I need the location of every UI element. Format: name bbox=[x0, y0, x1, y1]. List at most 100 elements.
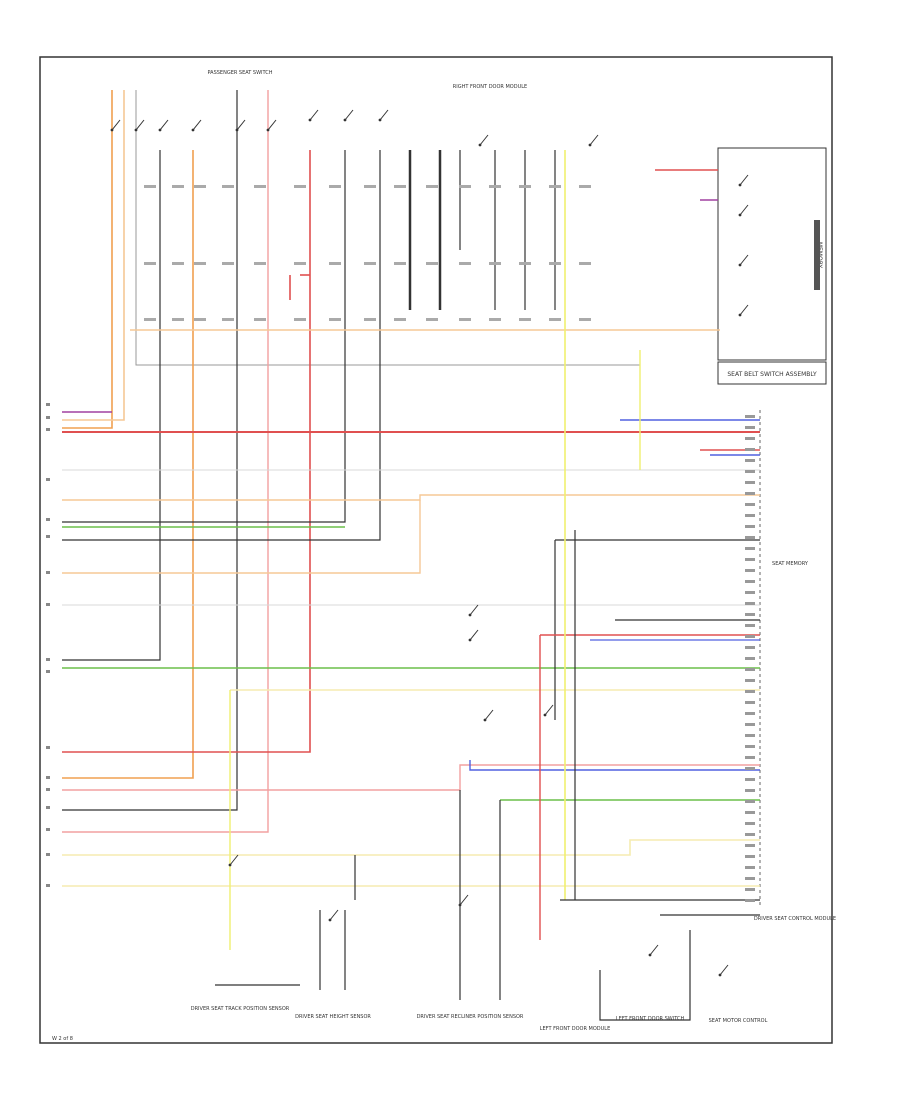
pin-marker bbox=[745, 855, 755, 858]
switch-contact-icon bbox=[484, 709, 494, 721]
wire-black-1 bbox=[62, 150, 161, 661]
pin-marker bbox=[489, 262, 501, 265]
pin-marker bbox=[294, 262, 306, 265]
pin-marker bbox=[745, 646, 755, 649]
pin-marker bbox=[549, 318, 561, 321]
wire-orange-left bbox=[62, 90, 113, 429]
pin-marker bbox=[426, 318, 438, 321]
terminal-dot-icon bbox=[483, 718, 487, 722]
wire-black-3 bbox=[62, 150, 346, 523]
pin-marker bbox=[222, 262, 234, 265]
pin-marker bbox=[519, 262, 531, 265]
terminal-dot-icon bbox=[738, 183, 742, 187]
bottom-caption-door-switch: LEFT FRONT DOOR SWITCH bbox=[616, 1016, 685, 1022]
switch-contact-icon bbox=[469, 629, 479, 641]
wire-pink-1 bbox=[62, 90, 269, 833]
switch-contact-icon bbox=[469, 604, 479, 616]
pin-marker bbox=[745, 569, 755, 572]
switch-contact-icon bbox=[479, 134, 489, 146]
diagram-frame bbox=[39, 56, 833, 1044]
terminal-dot-icon bbox=[110, 128, 114, 132]
pin-marker bbox=[745, 789, 755, 792]
pin-marker bbox=[745, 866, 755, 869]
pin-marker bbox=[745, 459, 755, 462]
pin-marker bbox=[745, 833, 755, 836]
pin-marker bbox=[394, 262, 406, 265]
terminal-dot-icon bbox=[458, 903, 462, 907]
pin-marker bbox=[222, 185, 234, 188]
mid-right-caption: SEAT MEMORY bbox=[772, 561, 809, 567]
pin-marker bbox=[46, 478, 50, 481]
pin-marker bbox=[745, 426, 755, 429]
pin-marker bbox=[394, 185, 406, 188]
switch-contact-icon bbox=[135, 119, 145, 131]
pin-marker bbox=[426, 262, 438, 265]
pin-marker bbox=[745, 844, 755, 847]
bottom-caption-height-sensor: DRIVER SEAT HEIGHT SENSOR bbox=[295, 1014, 371, 1020]
pin-marker bbox=[46, 776, 50, 779]
pin-marker bbox=[46, 518, 50, 521]
terminal-dot-icon bbox=[543, 713, 547, 717]
pin-marker bbox=[46, 428, 50, 431]
pin-marker bbox=[745, 448, 755, 451]
pin-marker bbox=[745, 745, 755, 748]
pin-marker bbox=[194, 318, 206, 321]
pin-marker bbox=[745, 888, 755, 891]
pin-marker bbox=[459, 262, 471, 265]
pin-marker bbox=[46, 746, 50, 749]
wire-peach-left bbox=[62, 90, 125, 421]
pin-marker bbox=[144, 318, 156, 321]
pin-marker bbox=[745, 822, 755, 825]
pin-marker bbox=[489, 318, 501, 321]
page-id: W 2 of 8 bbox=[52, 1036, 73, 1042]
pin-marker bbox=[144, 262, 156, 265]
pin-marker bbox=[194, 262, 206, 265]
terminal-labels bbox=[46, 185, 755, 902]
pin-marker bbox=[329, 185, 341, 188]
switch-contact-icon bbox=[739, 174, 749, 186]
pin-marker bbox=[745, 547, 755, 550]
pin-marker bbox=[46, 658, 50, 661]
switch-contact-icon bbox=[192, 119, 202, 131]
pin-marker bbox=[46, 884, 50, 887]
pin-marker bbox=[745, 602, 755, 605]
pin-marker bbox=[426, 185, 438, 188]
terminal-dot-icon bbox=[588, 143, 592, 147]
wire-blue-2 bbox=[469, 760, 760, 771]
pin-marker bbox=[745, 767, 755, 770]
pin-marker bbox=[254, 262, 266, 265]
memory-vertical-bar bbox=[814, 220, 820, 290]
switch-contact-icon bbox=[589, 134, 599, 146]
switch-contact-icon bbox=[111, 119, 121, 131]
terminal-dot-icon bbox=[468, 613, 472, 617]
pin-marker bbox=[579, 318, 591, 321]
wire-orange-2 bbox=[62, 150, 194, 779]
switch-contact-icon bbox=[649, 944, 659, 956]
wire-peach-2 bbox=[62, 494, 760, 501]
top-left-group-label: PASSENGER SEAT SWITCH bbox=[207, 70, 272, 76]
pin-marker bbox=[46, 670, 50, 673]
terminal-dot-icon bbox=[328, 918, 332, 922]
switch-contact-icon bbox=[229, 854, 239, 866]
pin-marker bbox=[519, 318, 531, 321]
right-module-caption: DRIVER SEAT CONTROL MODULE bbox=[754, 916, 836, 922]
bottom-caption-recliner-sensor: DRIVER SEAT RECLINER POSITION SENSOR bbox=[417, 1014, 524, 1020]
terminal-dot-icon bbox=[158, 128, 162, 132]
pin-marker bbox=[745, 481, 755, 484]
bottom-caption-track-sensor: DRIVER SEAT TRACK POSITION SENSOR bbox=[191, 1006, 290, 1012]
pin-marker bbox=[144, 185, 156, 188]
wire-yellow-3 bbox=[62, 839, 760, 856]
switch-contact-icon bbox=[236, 119, 246, 131]
pin-marker bbox=[254, 318, 266, 321]
pin-marker bbox=[294, 185, 306, 188]
pin-marker bbox=[46, 571, 50, 574]
switch-contact-icon bbox=[159, 119, 169, 131]
terminal-dot-icon bbox=[343, 118, 347, 122]
pin-marker bbox=[745, 536, 755, 539]
terminal-dot-icon bbox=[308, 118, 312, 122]
pin-marker bbox=[745, 492, 755, 495]
terminal-dot-icon bbox=[738, 313, 742, 317]
pin-marker bbox=[745, 624, 755, 627]
pin-marker bbox=[745, 591, 755, 594]
pin-marker bbox=[549, 185, 561, 188]
